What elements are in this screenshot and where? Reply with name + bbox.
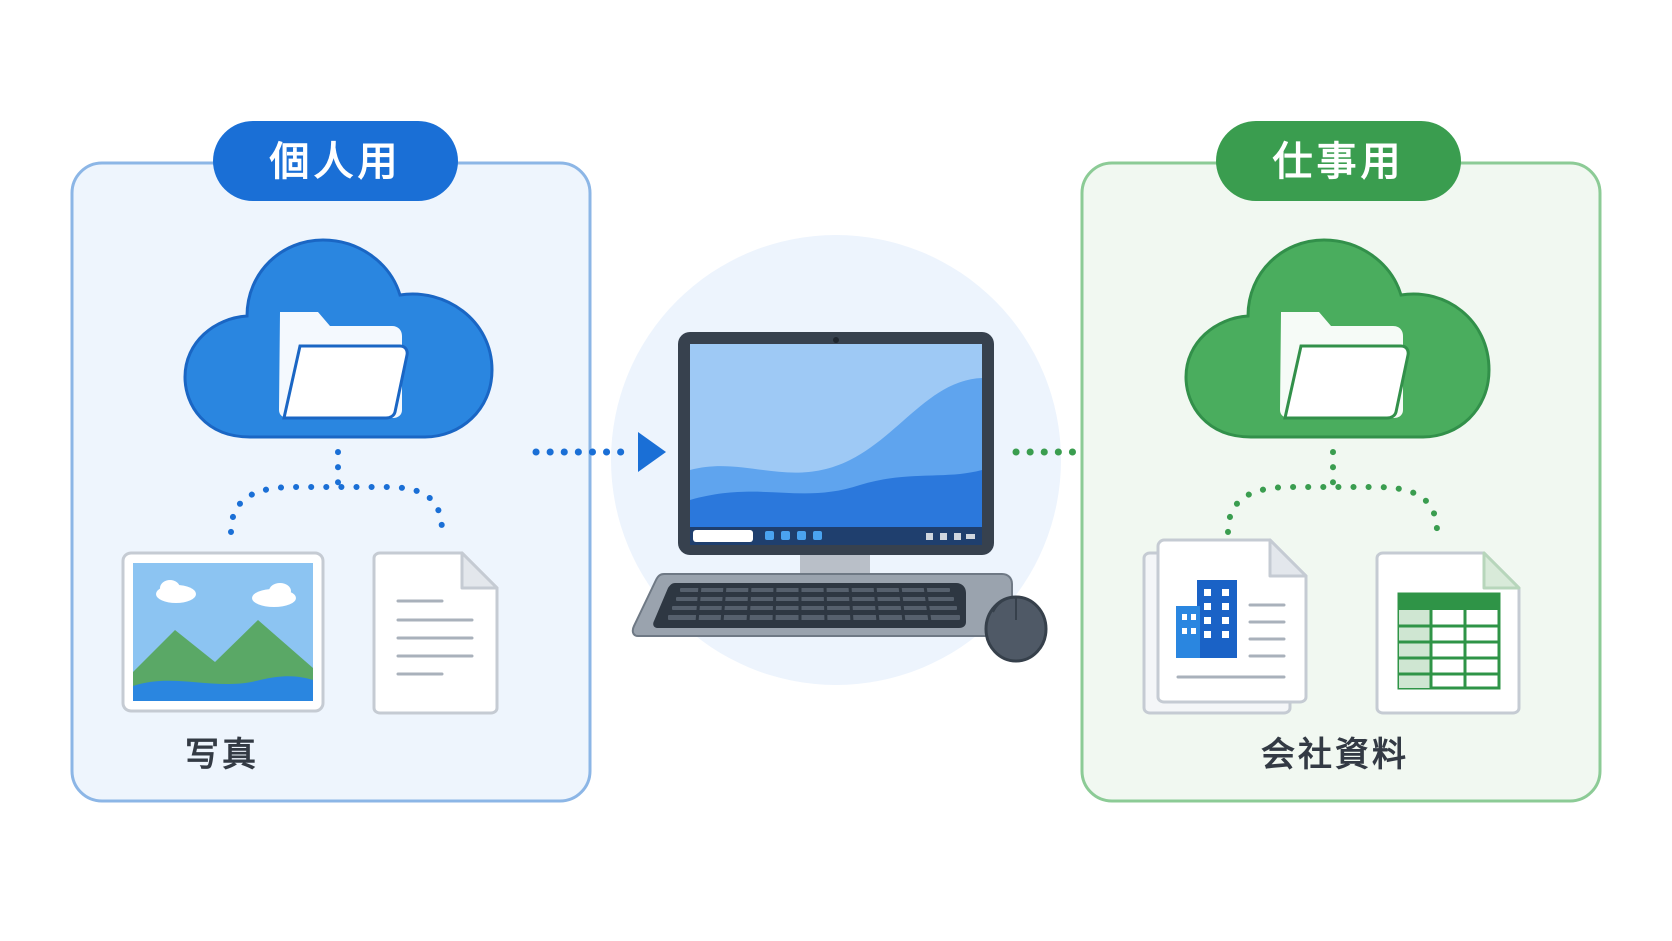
work-branch-connector (1225, 449, 1440, 535)
personal-badge: 個人用 (213, 121, 458, 201)
desktop-computer-icon (631, 332, 1048, 663)
company-document-icon (1142, 538, 1308, 715)
personal-branch-connector (228, 449, 445, 535)
work-badge-label: 仕事用 (1273, 139, 1405, 185)
personal-cloud-folder-icon (183, 238, 494, 439)
photo-image-icon (121, 551, 325, 713)
work-caption: 会社資料 (1261, 735, 1409, 775)
personal-caption: 写真 (185, 735, 259, 775)
work-badge: 仕事用 (1216, 121, 1461, 201)
personal-to-computer-arrow (532, 432, 666, 472)
personal-badge-label: 個人用 (269, 139, 402, 185)
spreadsheet-icon (1375, 551, 1521, 715)
work-cloud-folder-icon (1184, 238, 1491, 439)
text-document-icon (372, 551, 499, 715)
